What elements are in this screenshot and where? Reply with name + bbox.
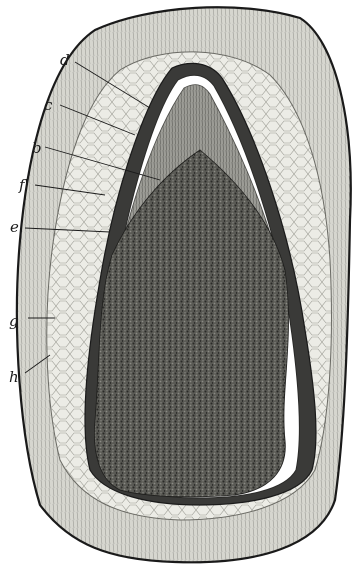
label-g: g bbox=[9, 312, 19, 330]
label-h: h bbox=[9, 368, 19, 386]
label-b: b bbox=[32, 139, 42, 157]
label-e: e bbox=[10, 218, 19, 236]
label-f: f' bbox=[18, 176, 29, 194]
label-d: d bbox=[60, 51, 70, 69]
label-c: c bbox=[44, 96, 53, 114]
